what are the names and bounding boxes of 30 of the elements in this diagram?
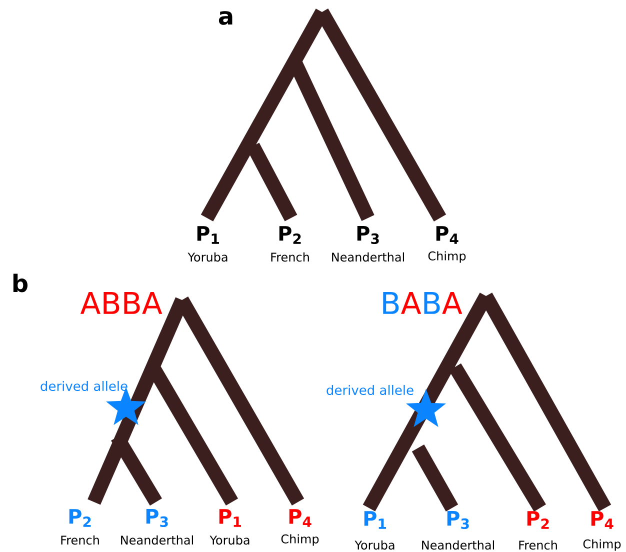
- population-name: French: [271, 252, 309, 262]
- population-name: Chimp: [428, 251, 466, 263]
- panel-letter: a: [218, 11, 232, 25]
- tip-label: P$_{4}$: [289, 509, 312, 527]
- pattern-label: BABA: [383, 292, 462, 314]
- tip-label: P$_{1}$: [364, 511, 386, 529]
- population-name: Yoruba: [354, 540, 394, 550]
- mutation-label: derived allele: [40, 380, 128, 392]
- population-name: Yoruba: [210, 535, 250, 545]
- population-name: French: [519, 540, 557, 550]
- population-name: Chimp: [583, 539, 621, 551]
- tip-label: P$_{3}$: [447, 511, 469, 530]
- tip-label: P$_{3}$: [146, 509, 168, 528]
- population-name: Neanderthal: [121, 535, 193, 545]
- tip-label: P$_{1}$: [197, 226, 219, 244]
- panel-letter: b: [13, 274, 28, 292]
- population-name: Yoruba: [188, 252, 228, 262]
- tip-label: P$_{2}$: [279, 226, 301, 244]
- tip-label: P$_{3}$: [357, 226, 379, 244]
- population-name: Chimp: [281, 534, 319, 546]
- tip-label: P$_{1}$: [219, 509, 241, 527]
- population-name: Neanderthal: [422, 540, 494, 550]
- mutation-label: derived allele: [326, 384, 414, 396]
- population-name: French: [61, 535, 99, 545]
- tip-label: P$_{4}$: [436, 226, 458, 244]
- tip-label: P$_{2}$: [69, 509, 91, 527]
- tip-label: P$_{4}$: [591, 511, 614, 529]
- population-name: Neanderthal: [332, 252, 404, 262]
- tip-label: P$_{2}$: [527, 511, 549, 529]
- pattern-label: ABBA: [80, 292, 162, 314]
